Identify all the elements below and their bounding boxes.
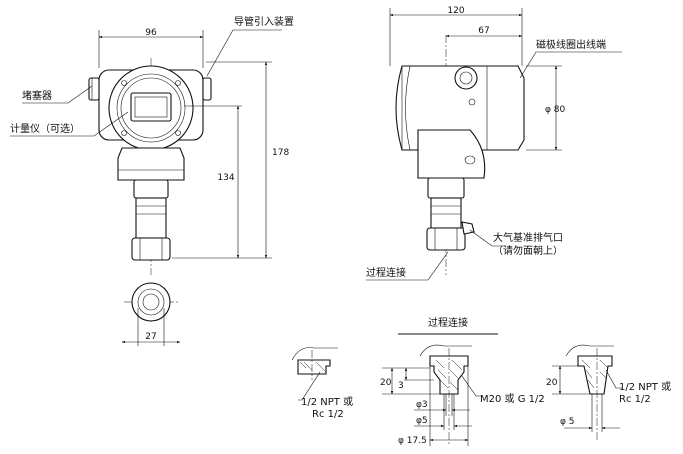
process-connection-details: 过程连接 1/2 NPT 或 Rc 1/2: [291, 316, 671, 446]
bottom-view: 27: [121, 282, 181, 346]
dim-front-lower-height: 134: [217, 173, 234, 183]
detail-left: 1/2 NPT 或 Rc 1/2: [291, 347, 353, 420]
dim-side-diameter: φ 80: [545, 105, 566, 115]
front-view: 96 178 134 导管引入装置 堵塞器 计量仪（可选）: [10, 15, 294, 275]
detail-middle: 20 3 φ3 φ5 φ 17.5 M20 或 G 1/2: [380, 344, 545, 446]
dim-side-half-depth: 67: [478, 26, 489, 36]
thread-left-line1: 1/2 NPT 或: [301, 396, 353, 408]
label-process-conn-side: 过程连接: [366, 266, 406, 279]
label-vent-line2: （请勿面朝上）: [493, 244, 563, 257]
dim-bottom-width: 27: [145, 332, 156, 342]
dim-mid-thread: 3: [398, 381, 404, 391]
dim-side-depth: 120: [447, 6, 464, 16]
detail-right: 20 φ 5 1/2 NPT 或 Rc 1/2: [546, 344, 671, 440]
thread-right-line2: Rc 1/2: [619, 394, 651, 405]
dim-right-height: 20: [546, 378, 558, 388]
label-process-conn-title: 过程连接: [428, 316, 468, 329]
thread-left-line2: Rc 1/2: [312, 409, 344, 420]
dim-mid-d175: φ 17.5: [398, 436, 427, 446]
dim-mid-d5: φ5: [416, 416, 428, 426]
label-plug: 堵塞器: [22, 89, 52, 102]
side-view: 120 67 φ 80 磁极线圈出线端 大气基准排气口 （请勿面朝上） 过程连接: [366, 6, 622, 281]
thread-right-line1: 1/2 NPT 或: [619, 381, 671, 393]
label-meter: 计量仪（可选）: [10, 122, 80, 135]
label-conduit-entry: 导管引入装置: [234, 15, 294, 28]
dim-right-d5: φ 5: [560, 417, 575, 427]
dim-front-total-height: 178: [272, 148, 289, 158]
label-vent-line1: 大气基准排气口: [493, 231, 563, 244]
dim-front-width: 96: [145, 28, 157, 38]
dim-mid-height: 20: [380, 378, 392, 388]
label-coil-terminal: 磁极线圈出线端: [536, 38, 606, 51]
thread-mid: M20 或 G 1/2: [480, 393, 545, 405]
dim-mid-d3: φ3: [416, 400, 428, 410]
